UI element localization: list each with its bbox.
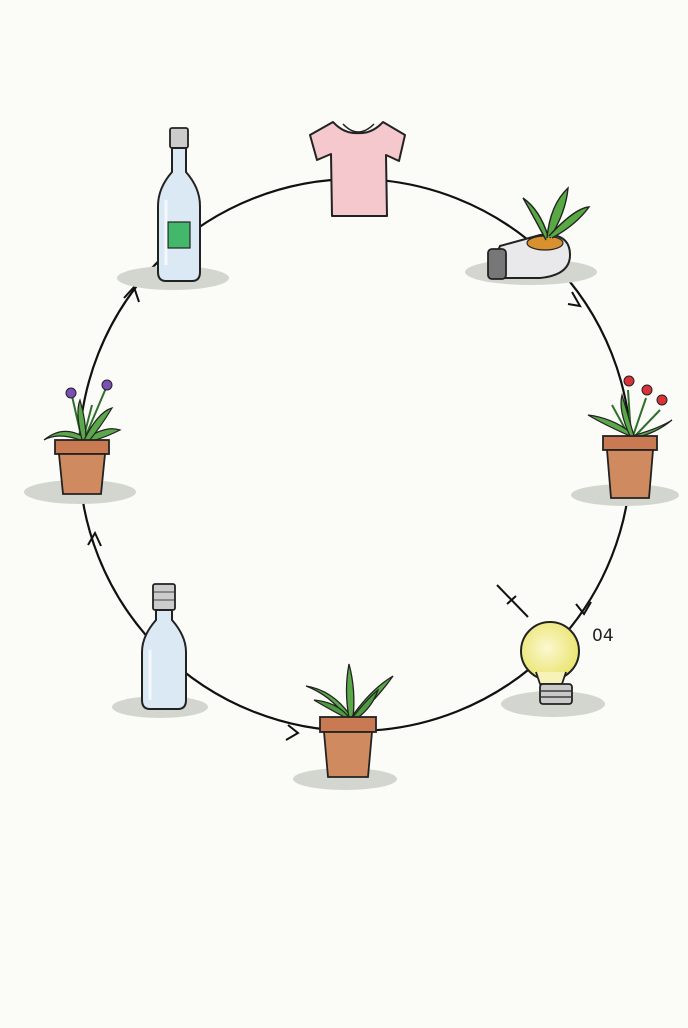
glass-bottle-icon [141, 583, 187, 710]
bottle-label [167, 221, 191, 249]
potted-flowers-purple-icon [43, 379, 122, 495]
potted-plant-icon [305, 663, 394, 778]
glass-bottle-label-icon [157, 127, 201, 282]
arrow-head [567, 291, 582, 308]
arrow-head [285, 724, 300, 741]
direction-arrows [87, 285, 592, 741]
arrow-head [575, 601, 592, 616]
tick-mark [506, 595, 517, 605]
tick-mark [496, 584, 529, 618]
arrow-head [87, 530, 102, 547]
arrow-head [123, 285, 140, 303]
light-bulb-icon [520, 621, 580, 705]
node-label-04: 04 [592, 626, 614, 646]
tshirt-icon [309, 121, 406, 217]
potted-flowers-red-icon [587, 375, 673, 499]
bottle-planter-icon [487, 186, 591, 280]
